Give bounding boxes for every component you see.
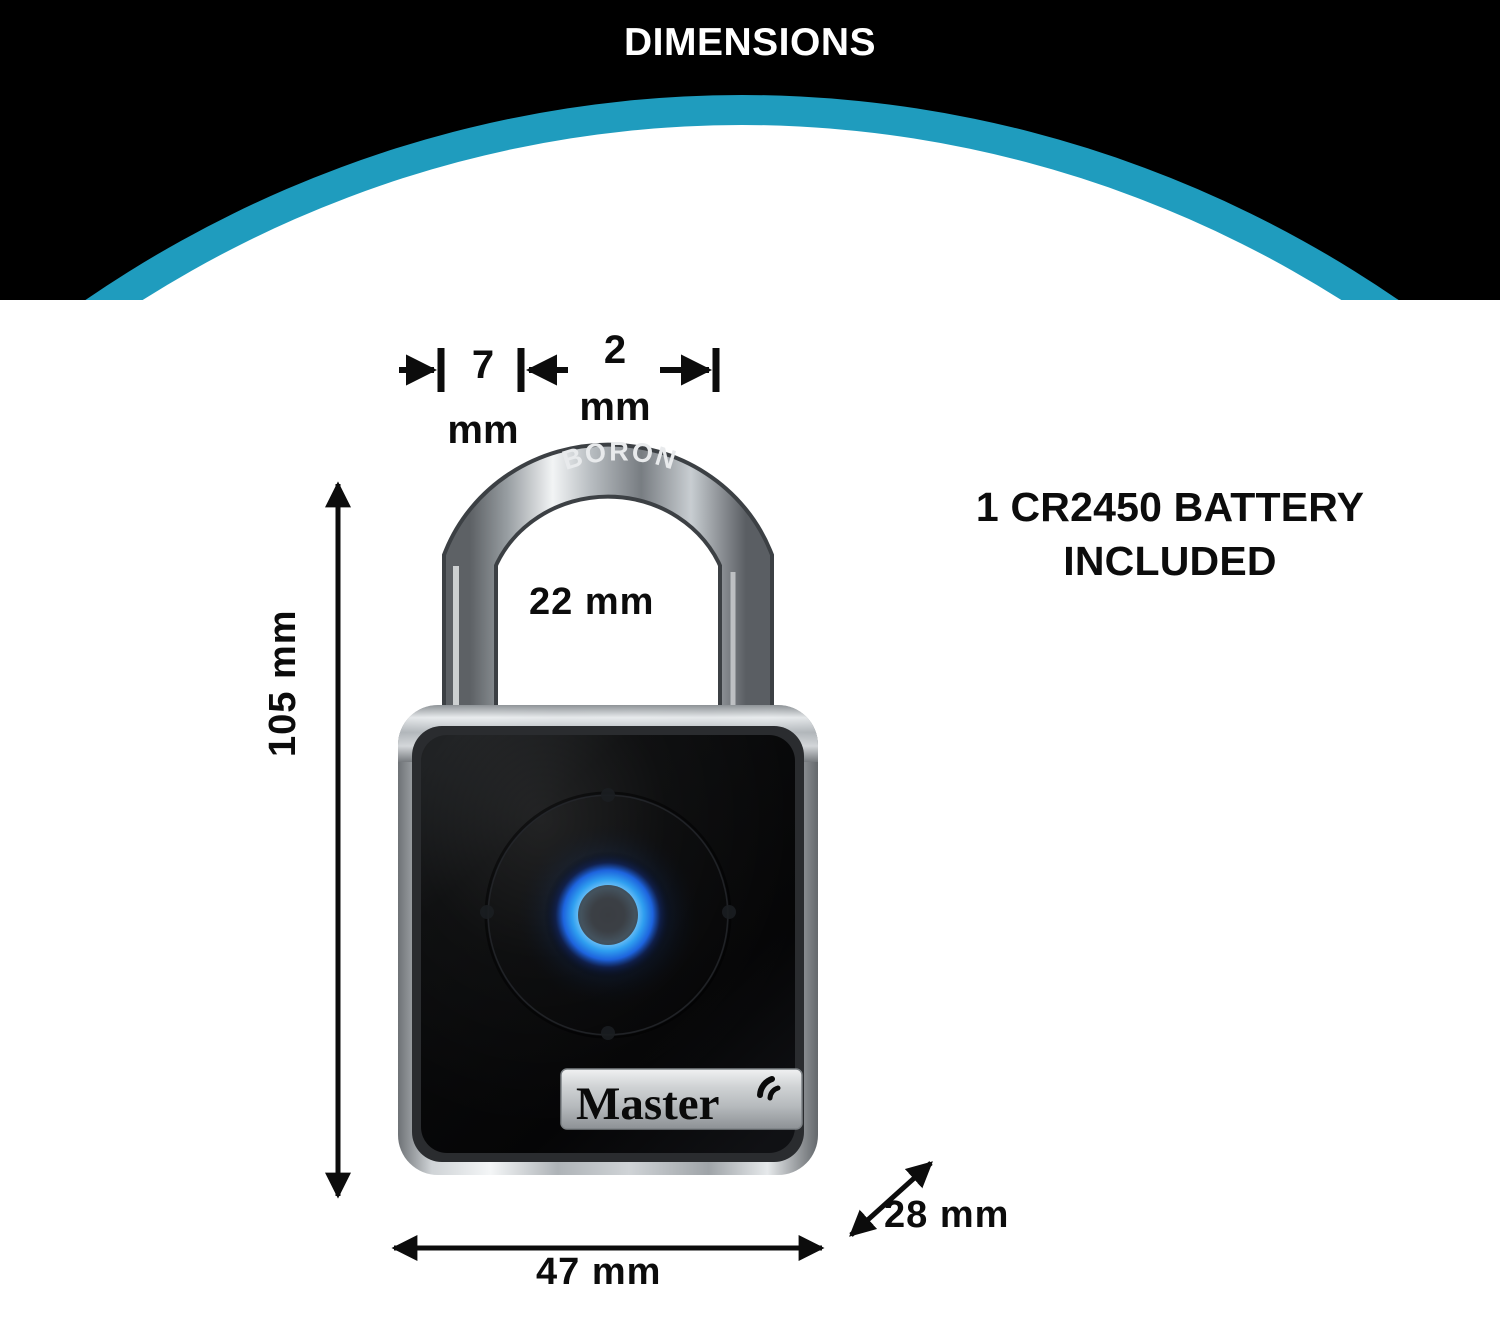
label-7mm-value: 7	[471, 343, 495, 387]
led-button[interactable]	[512, 819, 704, 1011]
label-total-height: 105 mm	[262, 609, 304, 757]
label-body-width: 47 mm	[536, 1251, 662, 1293]
padlock-face	[421, 735, 795, 1153]
label-body-depth: 28 mm	[884, 1194, 1010, 1236]
brand-wordmark: Master	[576, 1078, 720, 1130]
label-shackle-clearance: 2 mm	[560, 330, 670, 428]
battery-note-line2: INCLUDED	[1063, 538, 1277, 585]
padlock-body: Master	[398, 705, 818, 1175]
header-white-arc	[143, 125, 1341, 300]
label-shackle-clearance-height: 22 mm	[529, 581, 655, 623]
battery-note-line1: 1 CR2450 BATTERY	[975, 484, 1365, 530]
brand-nameplate: Master	[560, 1068, 803, 1130]
label-2mm-value: 2	[603, 328, 627, 372]
header-banner: DIMENSIONS	[0, 0, 1500, 300]
label-shackle-diameter: 7 mm	[443, 345, 523, 451]
label-2mm-unit: mm	[579, 384, 651, 429]
page-title: DIMENSIONS	[623, 21, 877, 64]
shackle-stamp-text: BORON	[559, 436, 682, 475]
header-curve-graphic	[0, 0, 1500, 300]
signal-wave-icon	[757, 1076, 775, 1098]
battery-note: 1 CR2450 BATTERY INCLUDED	[880, 480, 1460, 588]
label-7mm-unit: mm	[447, 407, 519, 452]
